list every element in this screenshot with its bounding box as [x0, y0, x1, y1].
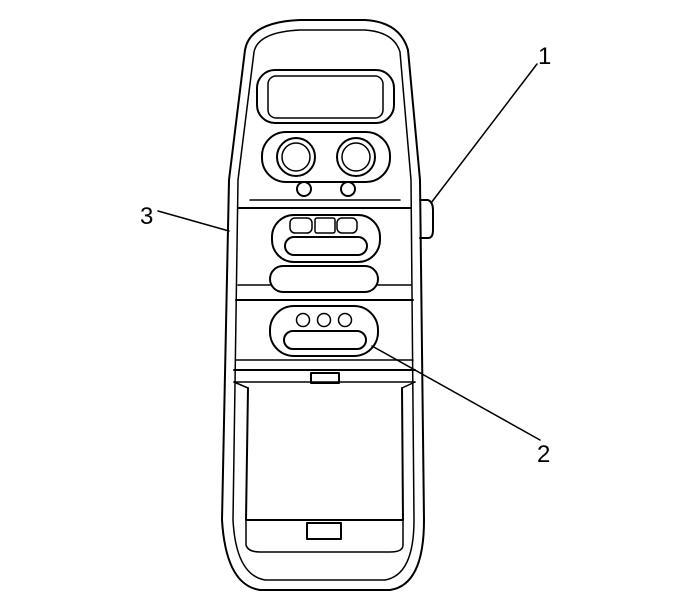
- leader-2: [371, 345, 541, 441]
- callout-2-label: 2: [537, 441, 550, 468]
- callout-3-label: 3: [140, 203, 153, 230]
- lower-control-panel: [235, 305, 414, 361]
- leader-1: [430, 63, 538, 204]
- twin-lamp-panel: [261, 131, 391, 197]
- console-housing: [221, 19, 425, 591]
- leader-lines: [157, 63, 541, 441]
- storage-bin: [233, 369, 416, 553]
- side-tab: [419, 199, 434, 239]
- top-lamp: [256, 69, 395, 124]
- upper-switch-band: [237, 199, 412, 263]
- middle-oval-switch: [235, 265, 414, 301]
- leader-3: [157, 210, 230, 232]
- callout-1-label: 1: [538, 43, 551, 70]
